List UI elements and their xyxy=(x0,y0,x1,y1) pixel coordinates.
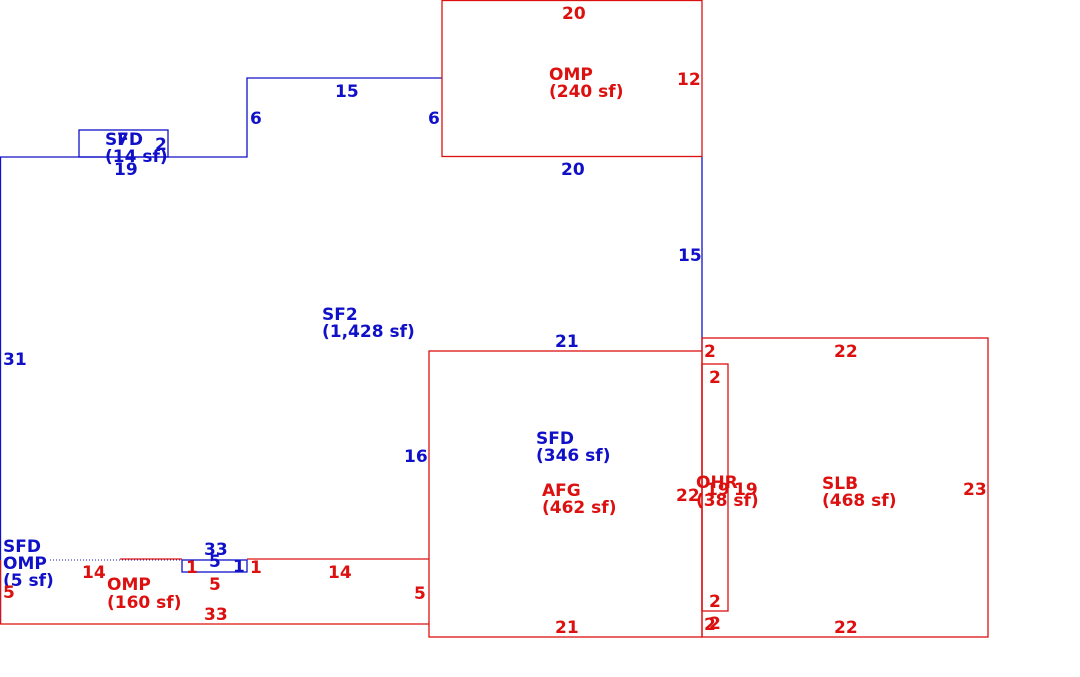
ohr-outline xyxy=(701,363,729,612)
dim-porch-bottom: 33 xyxy=(204,605,228,625)
omp-top-code: OMP xyxy=(549,65,593,85)
dim-afg-bottom: 21 xyxy=(555,618,579,638)
dim-slb-bottom: 22 xyxy=(834,618,858,638)
dim-ohr-right: 19 xyxy=(734,480,758,500)
dim-omp-inner: 6 xyxy=(428,109,440,129)
dim-ohr-top2: 2 xyxy=(709,368,721,388)
dim-ell-left: 6 xyxy=(250,109,262,129)
dim-stoop-top: 5 xyxy=(209,552,221,572)
sfd-code: SFD xyxy=(536,429,574,449)
dim-bump-base: 19 xyxy=(114,160,138,180)
dim-ohr-top1: 2 xyxy=(704,342,716,362)
dim-stoop-right-red: 1 xyxy=(250,558,262,578)
sfd-bump-outline xyxy=(78,129,169,158)
sfd-small-code: SFD xyxy=(3,537,41,557)
dim-bump-right: 2 xyxy=(155,135,167,155)
dim-ohr-bottom2: 2 xyxy=(709,614,721,634)
ohr-code: OHR xyxy=(696,473,738,493)
omp-top-area: (240 sf) xyxy=(549,82,623,102)
dim-afg-left: 22 xyxy=(676,486,700,506)
dim-slb-top: 22 xyxy=(834,342,858,362)
dim-ell-top: 15 xyxy=(335,82,359,102)
sfd-bump-area: (14 sf) xyxy=(105,147,168,167)
slb-code: SLB xyxy=(822,474,858,494)
afg-area: (462 sf) xyxy=(542,498,616,518)
dim-stoop-bottom: 5 xyxy=(209,575,221,595)
dim-bump-top: 7 xyxy=(117,130,129,150)
slb-area: (468 sf) xyxy=(822,491,896,511)
sfd-bump-code: SFD xyxy=(105,130,143,150)
dim-ohr-bottom: 2 xyxy=(709,592,721,612)
dim-omp-bottom: 20 xyxy=(561,160,585,180)
dim-stoop-right: 1 xyxy=(233,557,245,577)
omp-bottom-code: OMP xyxy=(107,575,151,595)
dim-porch-left: 5 xyxy=(3,583,15,603)
ohr-area: (38 sf) xyxy=(696,491,759,511)
dim-front-blue: 33 xyxy=(204,540,228,560)
dim-sfd-top: 21 xyxy=(555,332,579,352)
dim-ohr-left: 19 xyxy=(706,480,730,500)
dim-sfd-left: 16 xyxy=(404,447,428,467)
omp-top-outline xyxy=(441,0,703,158)
sf2-area: (1,428 sf) xyxy=(322,322,415,342)
afg-code: AFG xyxy=(542,481,581,501)
dim-east: 15 xyxy=(678,246,702,266)
sf2-outline xyxy=(0,77,442,624)
dim-ohr-corner: 2 xyxy=(704,615,716,635)
dim-omp-top: 20 xyxy=(562,4,586,24)
stoop-outline xyxy=(181,559,248,573)
dim-porch-top: 14 xyxy=(82,563,106,583)
dim-omp-right: 12 xyxy=(677,70,701,90)
dim-porch-right: 5 xyxy=(414,584,426,604)
dim-west: 31 xyxy=(3,350,27,370)
omp-small-code: OMP xyxy=(3,554,47,574)
omp-small-area: (5 sf) xyxy=(3,571,54,591)
dim-slb-right: 23 xyxy=(963,480,987,500)
porch-outline xyxy=(0,560,429,625)
dim-stoop-1: 1 xyxy=(186,558,198,578)
sfd-area: (346 sf) xyxy=(536,446,610,466)
dim-porch-top2: 14 xyxy=(328,563,352,583)
sf2-code: SF2 xyxy=(322,305,358,325)
omp-bottom-area: (160 sf) xyxy=(107,593,181,613)
